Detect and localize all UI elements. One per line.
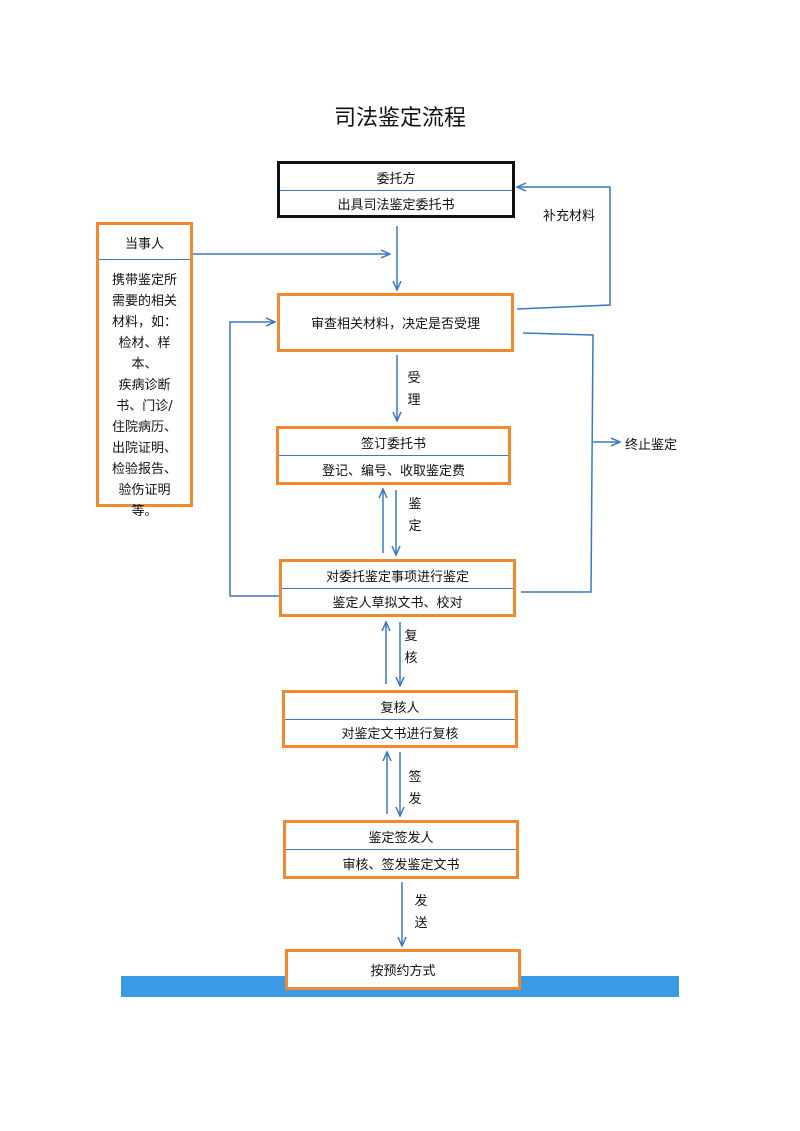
terminate-line (521, 332, 594, 593)
party-line: 疾病诊断 (118, 378, 171, 393)
label-char: 受 (407, 371, 421, 386)
terminate-label: 终止鉴定 (625, 438, 678, 453)
appraise-label: 鉴 定 (407, 494, 423, 538)
appraisal-detail: 鉴定人草拟文书、校对 (332, 596, 463, 611)
sign-contract-box: 签订委托书 登记、编号、收取鉴定费 (276, 426, 511, 485)
label-char: 定 (408, 519, 422, 534)
party-line: 书、门诊/ (116, 399, 173, 414)
recheck-title: 复核人 (285, 693, 515, 720)
party-line: 住院病历、 (111, 420, 177, 435)
party-name: 当事人 (99, 225, 190, 260)
label-char: 送 (414, 916, 428, 931)
client-box: 委托方 出具司法鉴定委托书 (277, 161, 515, 218)
label-char: 发 (408, 792, 422, 807)
delivery-box: 按预约方式 (285, 949, 521, 990)
label-char: 鉴 (408, 497, 422, 512)
appraisal-box: 对委托鉴定事项进行鉴定 鉴定人草拟文书、校对 (279, 559, 516, 617)
recheck-box: 复核人 对鉴定文书进行复核 (282, 690, 518, 748)
party-line: 携带鉴定所 (111, 273, 177, 288)
client-action: 出具司法鉴定委托书 (337, 197, 455, 213)
client-name: 委托方 (280, 164, 512, 191)
party-line: 检材、样本、 (118, 336, 171, 372)
issuer-detail: 审核、签发鉴定文书 (342, 857, 460, 873)
party-materials: 携带鉴定所 需要的相关 材料，如： 检材、样本、 疾病诊断 书、门诊/ 住院病历… (99, 260, 190, 522)
party-line: 等。 (131, 504, 158, 519)
party-line: 材料，如： (111, 315, 177, 330)
send-label: 发 送 (413, 891, 429, 935)
supplement-label: 补充材料 (543, 209, 596, 224)
accept-label: 受 理 (406, 368, 422, 412)
sign-contract-title: 签订委托书 (279, 429, 508, 456)
issuer-box: 鉴定签发人 审核、签发鉴定文书 (283, 820, 519, 879)
left-return-loop (229, 322, 279, 597)
party-line: 检验报告、 (111, 462, 177, 477)
party-line: 验伤证明 (118, 483, 171, 498)
label-char: 理 (407, 393, 421, 408)
party-line: 出院证明、 (111, 441, 177, 456)
label-char: 发 (414, 894, 428, 909)
party-line: 需要的相关 (111, 294, 177, 309)
review-text: 审查相关材料，决定是否受理 (310, 317, 480, 332)
review-box: 审查相关材料，决定是否受理 (277, 293, 514, 352)
page-title: 司法鉴定流程 (333, 106, 466, 131)
label-char: 核 (404, 651, 418, 666)
issuer-title: 鉴定签发人 (286, 823, 516, 850)
sign-label: 签 发 (407, 767, 423, 811)
sign-contract-detail: 登记、编号、收取鉴定费 (321, 463, 465, 479)
label-char: 复 (404, 629, 418, 644)
supplement-loop (517, 187, 611, 310)
recheck-label: 复 核 (403, 626, 419, 670)
delivery-text: 按预约方式 (370, 964, 436, 979)
appraisal-title: 对委托鉴定事项进行鉴定 (282, 562, 513, 589)
label-char: 签 (408, 770, 422, 785)
recheck-detail: 对鉴定文书进行复核 (341, 727, 459, 742)
party-box: 当事人 携带鉴定所 需要的相关 材料，如： 检材、样本、 疾病诊断 书、门诊/ … (96, 222, 193, 519)
